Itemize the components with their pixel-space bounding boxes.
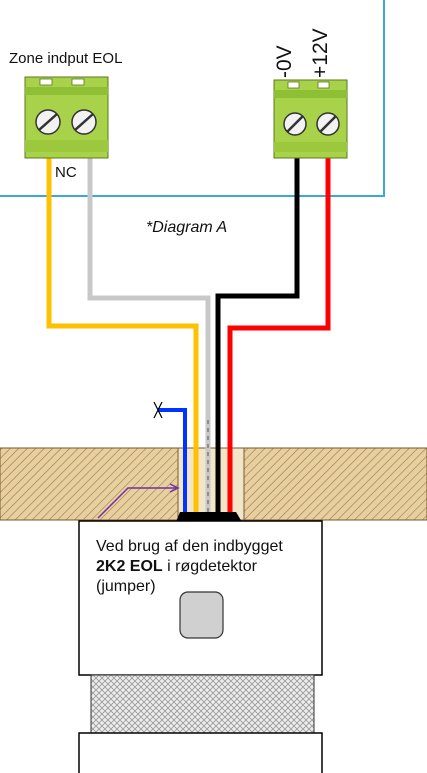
- blue-wire-cut-mark: [153, 401, 163, 419]
- note-line-2-rest: i røgdetektor: [162, 558, 257, 575]
- zone-terminal-block: [24, 76, 109, 159]
- black-wire: [215, 150, 300, 516]
- purple-arrow: [97, 487, 176, 519]
- note-line-2: 2K2 EOL i røgdetektor: [96, 557, 283, 577]
- ceiling-hole: [177, 447, 245, 521]
- diagram-label: *Diagram A: [146, 219, 228, 236]
- yellow-wire: [46, 148, 199, 516]
- note-line-1: Ved brug af den indbygget: [96, 538, 283, 555]
- blue-wire: [158, 408, 187, 516]
- power-terminal-block: [273, 79, 348, 159]
- detector-note: Ved brug af den indbygget 2K2 EOL i røgd…: [96, 537, 283, 597]
- jumper: [179, 591, 224, 639]
- note-bold: 2K2 EOL: [96, 558, 163, 575]
- note-line-3: (jumper): [96, 578, 156, 595]
- zero-v-label: -0V: [273, 45, 296, 78]
- ceiling-left: [0, 447, 179, 521]
- detector-mesh: [90, 674, 315, 734]
- red-wire: [227, 150, 331, 516]
- detector-dome: [176, 512, 242, 522]
- purple-arrowhead: [169, 483, 180, 493]
- zone-input-label: Zone indput EOL: [9, 50, 123, 67]
- gray-wire: [87, 148, 211, 516]
- plus-12v-label: +12V: [309, 28, 332, 78]
- panel-outline: [0, 0, 385, 197]
- detector-bottom: [78, 732, 323, 773]
- ceiling-right: [243, 447, 427, 521]
- nc-label: NC: [55, 164, 77, 181]
